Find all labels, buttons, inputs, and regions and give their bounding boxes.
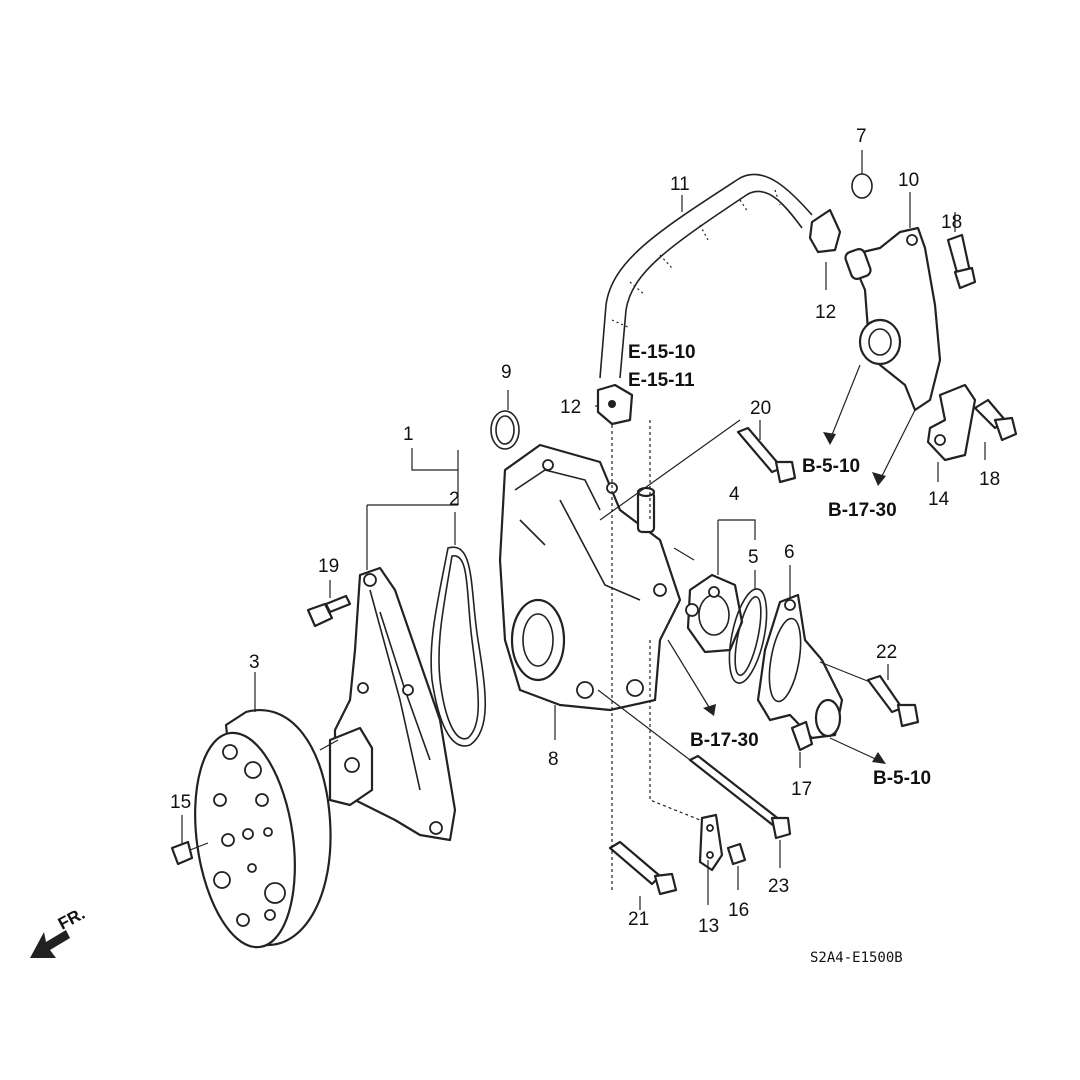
callout-21: 21	[628, 909, 649, 930]
reference-b-5-10-lower: B-5-10	[873, 768, 931, 789]
callout-5: 5	[748, 547, 759, 568]
gasket-part-2	[430, 546, 487, 747]
callout-9: 9	[501, 362, 512, 383]
front-indicator-label: FR.	[55, 904, 88, 934]
diagram-code: S2A4-E1500B	[810, 950, 903, 966]
callout-19: 19	[318, 556, 339, 577]
callout-20: 20	[750, 398, 771, 419]
leader-lines	[181, 150, 986, 910]
callout-8: 8	[548, 749, 559, 770]
reference-b-5-10-upper: B-5-10	[802, 456, 860, 477]
reference-b-17-30-upper: B-17-30	[828, 500, 897, 521]
bolt-part-18-lower	[973, 398, 1018, 442]
bolt-part-22	[866, 674, 920, 728]
stud-bolt-part-20	[736, 426, 797, 484]
callout-17: 17	[791, 779, 812, 800]
callout-22: 22	[876, 642, 897, 663]
front-direction-arrow-icon	[30, 930, 70, 958]
bracket-part-14	[926, 383, 977, 462]
callout-12-lower: 12	[560, 397, 581, 418]
callout-11: 11	[670, 174, 690, 195]
water-outlet-part-10	[844, 226, 942, 412]
pulley-part-3	[194, 709, 332, 949]
reference-e-15-10: E-15-10	[628, 342, 696, 363]
callout-13: 13	[698, 916, 719, 937]
o-ring-part-9	[490, 410, 520, 450]
callout-18-upper: 18	[941, 212, 962, 233]
bolt-part-21	[608, 840, 678, 896]
bolt-part-18-upper	[946, 233, 977, 290]
hose-clamp-part-12-upper	[808, 208, 842, 254]
callout-10: 10	[898, 170, 919, 191]
bolt-part-19	[306, 594, 352, 628]
reference-e-15-11: E-15-11	[628, 370, 695, 391]
callout-4: 4	[729, 484, 740, 505]
water-passage-part-8	[498, 443, 682, 712]
callout-14: 14	[928, 489, 950, 510]
water-pump-part-1	[328, 566, 457, 842]
stud-bolt-part-23	[688, 754, 792, 840]
callout-6: 6	[784, 542, 795, 563]
reference-arrowheads	[703, 432, 886, 764]
thermostat-gasket-part-5	[728, 588, 768, 684]
callout-16: 16	[728, 900, 749, 921]
callout-1: 1	[403, 424, 414, 445]
callout-7: 7	[856, 126, 867, 147]
callout-2: 2	[449, 489, 460, 510]
callout-15: 15	[170, 792, 191, 813]
bracket-part-13	[698, 813, 724, 872]
bolt-part-15	[170, 840, 209, 866]
o-ring-part-7	[851, 173, 873, 199]
callout-12-upper: 12	[815, 302, 836, 323]
bolt-part-16	[726, 842, 747, 866]
hose-part-11	[599, 173, 813, 379]
reference-b-17-30-lower: B-17-30	[690, 730, 759, 751]
thermostat-cover-part-6	[756, 593, 844, 740]
callout-3: 3	[249, 652, 260, 673]
thermostat-part-4	[685, 573, 744, 654]
callout-23: 23	[768, 876, 789, 897]
callout-18-lower: 18	[979, 469, 1000, 490]
hose-clamp-part-12-lower	[596, 383, 634, 426]
bolt-part-17	[790, 720, 814, 752]
